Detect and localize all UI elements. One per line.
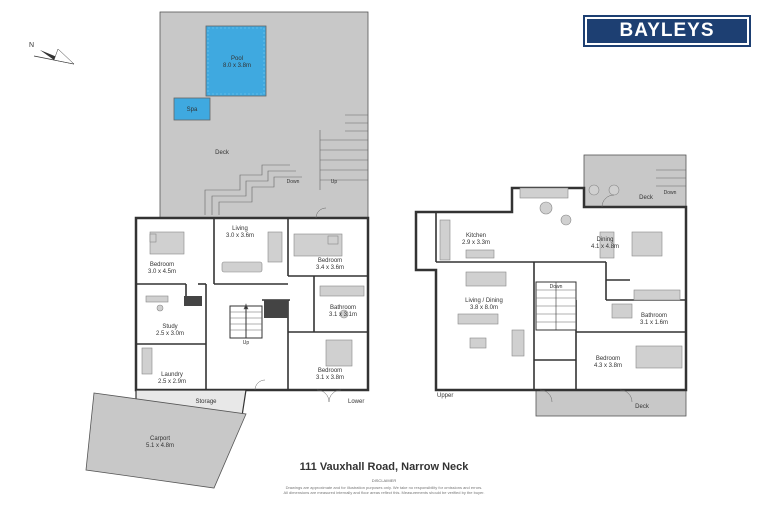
deck-up-label: Up — [331, 179, 338, 185]
disclaimer-line-1: Drawings are approximate and for illustr… — [285, 485, 483, 490]
bedroom3-size: 3.1 x 3.8m — [316, 375, 344, 381]
kitchen-label: Kitchen — [466, 233, 486, 239]
property-address: 111 Vauxhall Road, Narrow Neck — [299, 461, 469, 473]
bathroom-lower-size: 3.1 x 3.1m — [329, 312, 357, 318]
upper-bedroom-label: Bedroom — [596, 356, 620, 362]
upper-bathroom-label: Bathroom — [641, 313, 667, 319]
spa-label: Spa — [187, 107, 198, 113]
dining-label: Dining — [596, 237, 613, 243]
spa — [173, 97, 211, 121]
level-lower-label: Lower — [348, 399, 365, 405]
disclaimer-line-2: All dimensions are measured internally a… — [283, 490, 485, 495]
laundry-label: Laundry — [161, 372, 183, 378]
upper-deck-top — [583, 154, 687, 208]
north-label: N — [29, 42, 35, 49]
lower-furniture — [141, 231, 365, 375]
stair-up-label: Up — [243, 340, 250, 346]
bathroom-lower-label: Bathroom — [330, 305, 356, 311]
carport-label: Carport — [150, 436, 170, 442]
deck-label: Deck — [215, 150, 230, 156]
upper-deck-bottom — [535, 389, 687, 417]
bayleys-logo: BAYLEYS — [583, 15, 751, 47]
dining-size: 4.1 x 4.8m — [591, 244, 619, 250]
upper-deck-bottom-label: Deck — [635, 404, 650, 410]
upper-deck-down-label: Down — [664, 190, 677, 196]
living-size: 3.0 x 3.6m — [226, 233, 254, 239]
living-dining-size: 3.8 x 8.0m — [470, 305, 498, 311]
bedroom2-label: Bedroom — [318, 258, 342, 264]
study-label: Study — [162, 324, 177, 330]
upper-stairs — [535, 281, 577, 331]
carport — [85, 392, 247, 489]
laundry-size: 2.5 x 2.9m — [158, 379, 186, 385]
north-arrow-icon — [33, 48, 75, 65]
study-size: 2.5 x 3.0m — [156, 331, 184, 337]
disclaimer-text: Drawings are approximate and for illustr… — [0, 485, 768, 495]
pool-size: 8.0 x 3.8m — [223, 63, 251, 69]
upper-furniture — [439, 184, 683, 369]
lower-stairs — [229, 303, 263, 339]
living-dining-label: Living / Dining — [465, 298, 503, 304]
bedroom2-size: 3.4 x 3.6m — [316, 265, 344, 271]
upper-deck-top-label: Deck — [639, 195, 654, 201]
deck-steps — [204, 114, 368, 215]
bedroom3-label: Bedroom — [318, 368, 342, 374]
bedroom1-label: Bedroom — [150, 262, 174, 268]
living-label: Living — [232, 226, 248, 232]
disclaimer-title: DISCLAIMER — [371, 478, 397, 483]
pool-label: Pool — [231, 56, 243, 62]
carport-size: 5.1 x 4.8m — [146, 443, 174, 449]
upper-bedroom-size: 4.3 x 3.8m — [594, 363, 622, 369]
deck-down-label: Down — [287, 179, 300, 185]
upper-bathroom-size: 3.1 x 1.6m — [640, 320, 668, 326]
pool — [205, 25, 267, 97]
storage-label: Storage — [195, 399, 217, 405]
level-upper-label: Upper — [437, 393, 454, 399]
kitchen-size: 2.9 x 3.3m — [462, 240, 490, 246]
upper-down-label: Down — [550, 284, 563, 290]
bedroom1-size: 3.0 x 4.5m — [148, 269, 176, 275]
